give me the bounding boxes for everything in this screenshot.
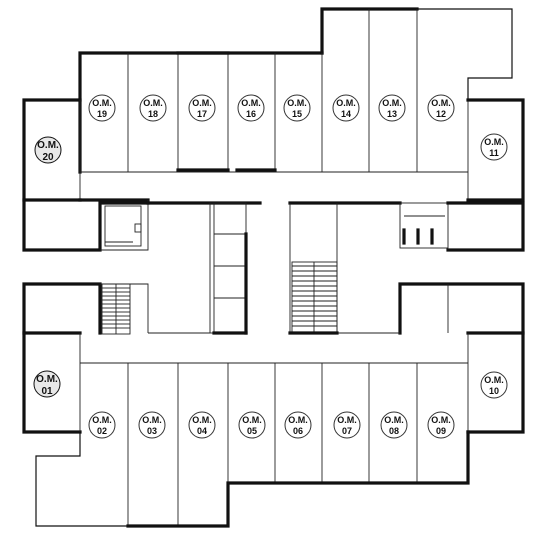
unit-marker-19: O.M. 19 (88, 94, 116, 122)
svg-text:01: 01 (41, 386, 53, 397)
unit-marker-18: O.M. 18 (139, 94, 167, 122)
top-wing (78, 7, 513, 200)
unit-marker-05: O.M. 05 (238, 411, 266, 439)
core-bottom (22, 282, 525, 335)
core-elevators (148, 202, 248, 335)
svg-text:O.M.: O.M. (384, 415, 404, 425)
svg-text:O.M.: O.M. (484, 375, 504, 385)
unit-marker-12: O.M. 12 (427, 94, 455, 122)
unit-block-20 (22, 98, 82, 202)
svg-text:O.M.: O.M. (241, 98, 261, 108)
svg-text:14: 14 (341, 109, 351, 119)
svg-text:O.M.: O.M. (337, 415, 357, 425)
svg-text:O.M.: O.M. (37, 140, 59, 151)
svg-text:O.M.: O.M. (92, 98, 112, 108)
svg-text:O.M.: O.M. (192, 415, 212, 425)
svg-text:O.M.: O.M. (36, 374, 58, 385)
svg-text:O.M.: O.M. (92, 415, 112, 425)
unit-marker-06: O.M. 06 (284, 411, 312, 439)
svg-text:O.M.: O.M. (484, 137, 504, 147)
unit-marker-13: O.M. 13 (378, 94, 406, 122)
core-top-right (288, 201, 525, 333)
svg-text:O.M.: O.M. (336, 98, 356, 108)
svg-text:17: 17 (197, 109, 207, 119)
unit-block-10 (466, 331, 525, 434)
svg-text:16: 16 (246, 109, 256, 119)
svg-text:O.M.: O.M. (288, 415, 308, 425)
svg-text:04: 04 (197, 426, 207, 436)
unit-marker-02: O.M. 02 (88, 411, 116, 439)
unit-marker-11: O.M. 11 (480, 133, 508, 161)
unit-marker-01: O.M. 01 (33, 370, 61, 398)
unit-marker-04: O.M. 04 (188, 411, 216, 439)
unit-block-11 (466, 98, 525, 202)
unit-marker-16: O.M. 16 (237, 94, 265, 122)
svg-text:O.M.: O.M. (382, 98, 402, 108)
svg-text:O.M.: O.M. (143, 98, 163, 108)
svg-text:O.M.: O.M. (287, 98, 307, 108)
unit-marker-20: O.M. 20 (34, 136, 62, 164)
unit-marker-03: O.M. 03 (138, 411, 166, 439)
unit-labels: O.M. 02 O.M. 03 O.M. 04 O.M. 05 O.M. 06 … (33, 94, 508, 439)
core-top-left (22, 198, 262, 252)
stair-left (101, 283, 131, 335)
stair-right (291, 261, 338, 333)
svg-text:02: 02 (97, 426, 107, 436)
svg-text:03: 03 (147, 426, 157, 436)
unit-marker-07: O.M. 07 (333, 411, 361, 439)
svg-text:13: 13 (387, 109, 397, 119)
unit-marker-15: O.M. 15 (283, 94, 311, 122)
svg-text:07: 07 (342, 426, 352, 436)
svg-text:O.M.: O.M. (142, 415, 162, 425)
unit-marker-09: O.M. 09 (427, 411, 455, 439)
unit-marker-14: O.M. 14 (332, 94, 360, 122)
svg-text:O.M.: O.M. (431, 415, 451, 425)
unit-marker-10: O.M. 10 (480, 371, 508, 399)
svg-text:05: 05 (247, 426, 257, 436)
svg-text:O.M.: O.M. (242, 415, 262, 425)
bottom-wing (35, 362, 470, 528)
svg-text:11: 11 (489, 148, 499, 158)
unit-marker-08: O.M. 08 (380, 411, 408, 439)
svg-text:06: 06 (293, 426, 303, 436)
svg-text:18: 18 (148, 109, 158, 119)
svg-text:08: 08 (389, 426, 399, 436)
svg-text:20: 20 (42, 152, 54, 163)
svg-text:O.M.: O.M. (192, 98, 212, 108)
svg-text:09: 09 (436, 426, 446, 436)
svg-text:12: 12 (436, 109, 446, 119)
svg-text:10: 10 (489, 386, 499, 396)
svg-text:19: 19 (97, 109, 107, 119)
svg-text:O.M.: O.M. (431, 98, 451, 108)
svg-text:15: 15 (292, 109, 302, 119)
unit-marker-17: O.M. 17 (188, 94, 216, 122)
